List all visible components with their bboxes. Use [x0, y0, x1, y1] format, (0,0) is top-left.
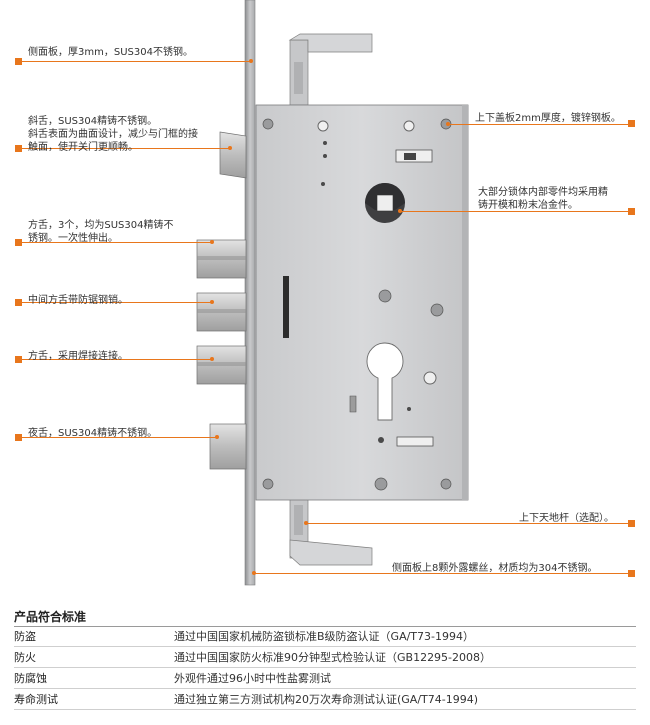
callout-marker: [15, 356, 22, 363]
callout-dot: [249, 59, 253, 63]
callout-marker: [15, 434, 22, 441]
standard-desc: 外观件通过96小时中性盐雾测试: [174, 672, 331, 685]
callout-line: [22, 242, 212, 243]
standard-name: 寿命测试: [14, 693, 58, 706]
standard-desc: 通过中国国家防火标准90分钟型式检验认证（GB12295-2008）: [174, 651, 492, 664]
vertical-slot: [283, 276, 289, 338]
case-holes: [317, 120, 437, 443]
cylinder-cutout: [366, 342, 404, 421]
standard-desc: 通过独立第三方测试机构20万次寿命测试认证(GA/T74-1994): [174, 693, 479, 706]
standards-row: 寿命测试 通过独立第三方测试机构20万次寿命测试认证(GA/T74-1994): [14, 690, 636, 710]
callout-line: [22, 437, 217, 438]
callout-dot: [252, 571, 256, 575]
case-screws: [262, 118, 452, 491]
callout-dot: [304, 521, 308, 525]
callout-line: [400, 211, 628, 212]
callout-marker: [15, 299, 22, 306]
deadbolt-1: [196, 239, 247, 279]
night-latch: [209, 423, 247, 470]
annotation-rods: 上下天地杆（选配）。: [519, 513, 614, 524]
callout-marker: [628, 570, 635, 577]
callout-marker: [15, 58, 22, 65]
row-divider: [14, 709, 636, 710]
annotation-cover-plate: 上下盖板2mm厚度，镀锌钢板。: [475, 113, 621, 124]
mortise-lock-illustration: [196, 0, 469, 586]
standard-name: 防盗: [14, 630, 36, 643]
deadbolt-3: [196, 345, 247, 385]
annotation-screws: 侧面板上8颗外露螺丝，材质均为304不锈钢。: [392, 563, 598, 574]
callout-line: [448, 124, 628, 125]
side-faceplate: [244, 0, 256, 586]
annotation-internal-parts: 大部分锁体内部零件均采用精 铸开模和粉末冶金件。: [478, 187, 608, 211]
callout-marker: [15, 239, 22, 246]
top-rod: [288, 33, 373, 106]
lock-diagram: 侧面板，厚3mm，SUS304不锈钢。 斜舌，SUS304精铸不锈钢。 斜舌表面…: [15, 0, 635, 586]
callout-line: [22, 61, 250, 62]
callout-dot: [398, 209, 402, 213]
standards-row: 防盗 通过中国国家机械防盗锁标准B级防盗认证（GA/T73-1994）: [14, 627, 636, 647]
standard-name: 防腐蚀: [14, 672, 47, 685]
annotation-deadbolts: 方舌，3个，均为SUS304精铸不 锈钢。一次性伸出。: [28, 220, 174, 244]
annotation-saw-pin: 中间方舌带防锯钢销。: [28, 295, 128, 306]
row-divider: [14, 688, 636, 689]
bottom-rod: [289, 497, 373, 566]
callout-dot: [215, 435, 219, 439]
callout-dot: [210, 300, 214, 304]
callout-dot: [228, 146, 232, 150]
standard-name: 防火: [14, 651, 36, 664]
annotation-night-latch: 夜舌，SUS304精铸不锈钢。: [28, 428, 158, 439]
standards-title: 产品符合标准: [14, 610, 87, 624]
callout-dot: [210, 240, 214, 244]
row-divider: [14, 667, 636, 668]
callout-marker: [15, 145, 22, 152]
callout-line: [306, 523, 628, 524]
callout-line: [22, 359, 212, 360]
standards-top-rule: [14, 626, 636, 627]
row-divider: [14, 646, 636, 647]
annotation-latch: 斜舌，SUS304精铸不锈钢。 斜舌表面为曲面设计，减少与门框的接 触面，使开关…: [28, 116, 198, 153]
lower-bracket: [349, 395, 357, 413]
annotation-welded: 方舌，采用焊接连接。: [28, 351, 128, 362]
callout-marker: [628, 208, 635, 215]
deadbolt-2: [196, 292, 247, 332]
annotation-side-panel: 侧面板，厚3mm，SUS304不锈钢。: [28, 47, 193, 58]
callout-dot: [210, 357, 214, 361]
bottom-slot: [396, 436, 434, 447]
callout-line: [254, 573, 628, 574]
callout-line: [22, 302, 212, 303]
latch-bolt: [219, 131, 247, 179]
callout-line: [22, 148, 230, 149]
standard-desc: 通过中国国家机械防盗锁标准B级防盗认证（GA/T73-1994）: [174, 630, 474, 643]
standards-row: 防腐蚀 外观件通过96小时中性盐雾测试: [14, 669, 636, 689]
standards-row: 防火 通过中国国家防火标准90分钟型式检验认证（GB12295-2008）: [14, 648, 636, 668]
callout-dot: [446, 122, 450, 126]
spindle-hub: [365, 183, 405, 223]
callout-marker: [628, 120, 635, 127]
callout-marker: [628, 520, 635, 527]
